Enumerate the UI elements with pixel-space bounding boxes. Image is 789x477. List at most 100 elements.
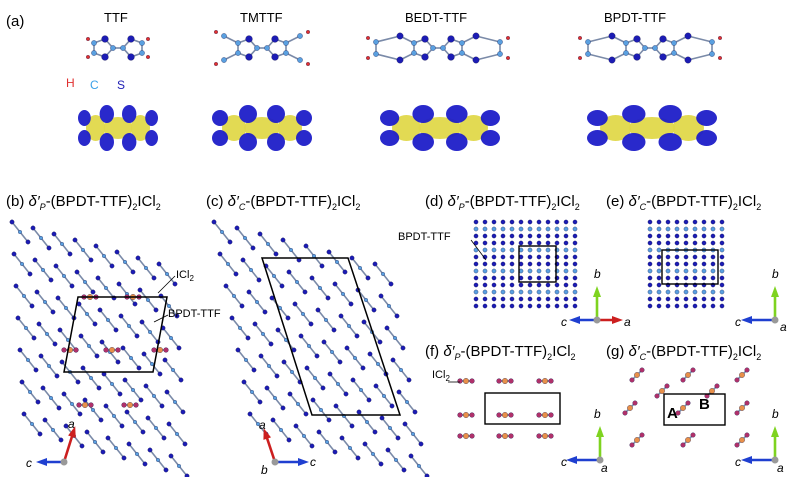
panel-f-title-sub3: 2 <box>570 352 576 362</box>
panel-d-layer-atom <box>527 289 533 295</box>
panel-d-layer-atom <box>527 226 533 232</box>
panel-e-axis-triad <box>741 286 779 324</box>
panel-b-stacks-carbon <box>150 362 154 366</box>
panel-c-stacks-sulfur <box>326 249 332 255</box>
panel-b-stacks-sulfur <box>34 289 40 295</box>
panel-b-stacks-carbon <box>43 300 47 304</box>
panel-d-layer-atom <box>563 226 569 232</box>
panel-c-stacks-sulfur <box>287 391 293 397</box>
panel-b-stacks-carbon <box>106 318 110 322</box>
panel-d-layer-atom <box>491 261 497 267</box>
panel-c-stacks-sulfur <box>412 409 418 415</box>
panel-b-title-sub: P <box>39 202 46 212</box>
panel-d-layer-atom <box>554 219 560 225</box>
panel-d-layer-atom <box>500 275 506 281</box>
molecule-label-bpdt-ttf: BPDT-TTF <box>604 10 667 25</box>
panel-e-layer-atom <box>683 296 689 302</box>
bpdt-ttf-molecule-carbon <box>585 51 591 57</box>
panel-d-layer-atom <box>482 303 488 309</box>
panel-d-layer-atom <box>500 261 506 267</box>
panel-b-stacks-sulfur <box>161 435 167 441</box>
panel-b-stacks-sulfur <box>138 397 144 403</box>
panel-f-tag: (f) <box>425 343 440 360</box>
panel-d-layer-atom <box>572 233 578 239</box>
panel-d-title-sub3: 2 <box>574 202 580 212</box>
panel-b-stacks-carbon <box>112 414 116 418</box>
ttf-molecule-hydrogen <box>146 55 150 59</box>
panel-e-layer-atom <box>674 268 680 274</box>
panel-b-stacks-sulfur <box>122 377 128 383</box>
panel-b-stacks-sulfur <box>124 409 130 415</box>
panel-b-stacks-sulfur <box>119 423 125 429</box>
panel-e-layer-atom <box>656 226 662 232</box>
bedt-ttf-molecule-sulfur <box>421 53 429 61</box>
panel-d-layer-atom <box>527 233 533 239</box>
ttf-molecule-hydrogen <box>86 37 90 41</box>
panel-g-icl2-iodine <box>739 405 745 411</box>
panel-c-stacks-carbon <box>279 428 283 432</box>
tmttf-orbital-lobe <box>267 133 285 151</box>
panel-c-stacks-sulfur <box>348 301 354 307</box>
panel-g-icl2-chlorine <box>654 393 660 399</box>
panel-d-layer-atom <box>509 289 515 295</box>
panel-d-layer-atom <box>527 275 533 281</box>
panel-c-stacks-carbon <box>394 458 398 462</box>
panel-c-stacks-carbon <box>256 422 260 426</box>
panel-d-layer-atom <box>491 219 497 225</box>
panel-c-title-sub3: 2 <box>355 202 361 212</box>
panel-f-title-end: ICl <box>552 343 571 360</box>
panel-d-layer-atom <box>482 219 488 225</box>
panel-b-stacks-sulfur <box>74 269 80 275</box>
panel-c-stacks-sulfur <box>388 281 394 287</box>
panel-b-stacks-carbon <box>60 242 64 246</box>
panel-d-layer-atom <box>545 289 551 295</box>
panel-f-title-formula: -(BPDT-TTF) <box>460 343 548 360</box>
panel-c-stacks-carbon <box>226 262 230 266</box>
panel-b-stacks-sulfur <box>139 319 145 325</box>
tmttf-molecule-hydrogen <box>214 30 218 34</box>
panel-c-stacks-carbon <box>376 362 380 366</box>
bedt-ttf-orbital-lobe <box>418 117 462 139</box>
panel-e-layer-atom <box>665 233 671 239</box>
panel-d-bpdt-leader <box>470 239 487 261</box>
panel-e-layer-atom <box>656 289 662 295</box>
panel-d-layer-atom <box>509 282 515 288</box>
panel-d-layer-atom <box>509 275 515 281</box>
bedt-ttf-molecule-carbon <box>373 39 379 45</box>
panel-b-stacks-sulfur <box>145 415 151 421</box>
panel-b-stacks-sulfur <box>33 367 39 373</box>
panel-c-stacks-carbon <box>266 242 270 246</box>
panel-d-axis-triad-arrowhead <box>612 316 623 324</box>
panel-f-icl2-chlorine <box>508 433 514 439</box>
bpdt-ttf-molecule-carbon <box>585 39 591 45</box>
panel-b-stacks-carbon <box>167 304 171 308</box>
bpdt-ttf-molecule-bond <box>687 53 713 61</box>
panel-c-stacks-carbon <box>325 440 329 444</box>
panel-d-tag: (d) <box>425 193 444 210</box>
ttf-orbital-lobe <box>103 117 133 139</box>
panel-d-layer-atom <box>563 247 569 253</box>
panel-c-stacks-sulfur <box>372 429 378 435</box>
panel-d-layer-atom <box>554 282 560 288</box>
panel-e-layer-atom <box>710 296 716 302</box>
panel-g-title-sub3: 2 <box>756 352 762 362</box>
panel-b-stacks-sulfur <box>159 403 165 409</box>
panel-b-icl2-iodine <box>127 402 133 408</box>
panel-d-layer-atom <box>563 268 569 274</box>
panel-b-stacks-sulfur <box>9 219 15 225</box>
panel-e-layer-atom <box>665 303 671 309</box>
panel-c-axis-b-label: b <box>261 463 268 477</box>
panel-c-stacks-sulfur <box>303 411 309 417</box>
panel-b-axis-c-label: c <box>26 456 32 470</box>
panel-c-stacks-sulfur <box>332 281 338 287</box>
panel-g-icl2-iodine <box>685 372 691 378</box>
panel-b-stacks-sulfur <box>25 239 31 245</box>
panel-g-icl2-chlorine <box>632 400 638 406</box>
panel-c-stacks-sulfur <box>268 341 274 347</box>
panel-e-layer-atom <box>647 296 653 302</box>
panel-c-stacks-sulfur <box>281 359 287 365</box>
bedt-ttf-molecule-carbon <box>459 50 465 56</box>
ttf-orbital-lobe <box>145 130 159 146</box>
panel-e-layer-atom <box>683 240 689 246</box>
panel-e-layer <box>647 219 725 309</box>
